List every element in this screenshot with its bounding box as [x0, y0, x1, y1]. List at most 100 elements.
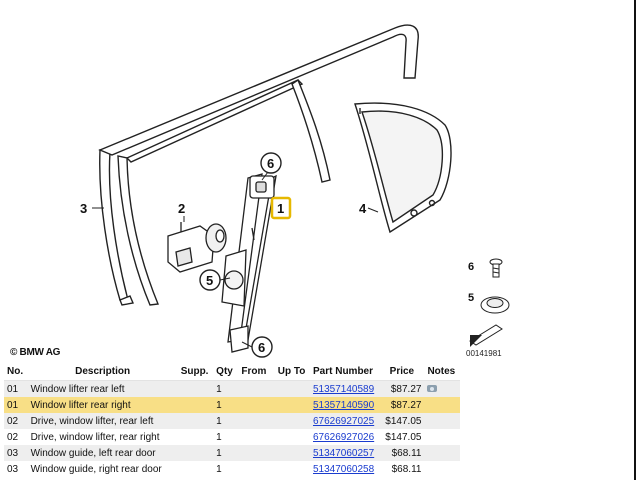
- row-notes: [424, 413, 460, 429]
- row-notes: [424, 445, 460, 461]
- leader-lines: [92, 171, 379, 348]
- header-upto: Up To: [274, 362, 310, 381]
- header-description: Description: [27, 362, 178, 381]
- header-price: Price: [379, 362, 425, 381]
- diagram-number: 00141981: [466, 349, 502, 358]
- row-supp: [177, 413, 214, 429]
- table-row[interactable]: 01 Window lifter rear left 1 51357140589…: [4, 380, 460, 397]
- table-row[interactable]: 02 Drive, window lifter, rear right 1 67…: [4, 429, 460, 445]
- row-no: 03: [4, 445, 28, 461]
- header-no: No.: [4, 362, 28, 381]
- row-notes: [424, 429, 460, 445]
- header-from: From: [238, 362, 275, 381]
- screw-icon: [489, 258, 503, 278]
- row-supp: [177, 445, 214, 461]
- row-upto: [274, 380, 310, 397]
- header-supp: Supp.: [177, 362, 214, 381]
- row-upto: [274, 397, 310, 413]
- row-description: Drive, window lifter, rear right: [30, 431, 160, 443]
- row-part-number-cell: 67626927025: [310, 413, 380, 429]
- table-row-highlighted[interactable]: 01 Window lifter rear right 1 5135714059…: [4, 397, 460, 413]
- row-from: [238, 461, 274, 477]
- row-no: 03: [7, 463, 19, 475]
- legend-number-6: 6: [468, 261, 475, 273]
- row-part-number-cell: 67626927026: [310, 429, 379, 445]
- row-from: [238, 429, 274, 445]
- row-from: [238, 397, 275, 413]
- row-qty: 1: [213, 413, 239, 429]
- callout-6-top: 6: [267, 156, 274, 171]
- header-notes: Notes: [424, 362, 460, 381]
- row-price: $147.05: [379, 413, 425, 429]
- row-description: Window lifter rear right: [27, 397, 178, 413]
- row-supp: [178, 429, 213, 445]
- callout-5: 5: [206, 273, 213, 288]
- row-qty: 1: [213, 445, 239, 461]
- row-part-number-cell: 51357140590: [310, 397, 380, 413]
- row-price: $68.11: [391, 463, 422, 475]
- row-price: $147.05: [385, 431, 422, 443]
- row-price: $87.27: [379, 397, 425, 413]
- row-part-number-cell: 51347060257: [310, 445, 380, 461]
- row-supp: [178, 461, 213, 477]
- table-row[interactable]: 03 Window guide, left rear door 1 513470…: [4, 445, 460, 461]
- row-qty: 1: [213, 380, 239, 397]
- table-row[interactable]: 02 Drive, window lifter, rear left 1 676…: [4, 413, 460, 429]
- part-number-link[interactable]: 51347060257: [313, 447, 375, 459]
- grommet-icon: [480, 296, 510, 314]
- hardware-legend: 6 5: [466, 255, 526, 350]
- row-upto: [275, 461, 310, 477]
- page-edge-divider: [634, 0, 636, 480]
- row-no: 01: [4, 380, 28, 397]
- callout-2: 2: [178, 201, 185, 216]
- arrow-fastener-icon: [469, 324, 503, 347]
- row-description: Window guide, right rear door: [30, 463, 162, 475]
- callout-1[interactable]: 1: [277, 201, 284, 216]
- row-no: 01: [4, 397, 28, 413]
- row-from: [238, 413, 275, 429]
- row-part-number-cell: 51357140589: [310, 380, 380, 397]
- part-number-link[interactable]: 67626927026: [313, 431, 375, 443]
- table-row[interactable]: 03 Window guide, right rear door 1 51347…: [4, 461, 460, 477]
- header-qty: Qty: [213, 362, 239, 381]
- window-guide-part: [354, 102, 452, 234]
- row-upto: [274, 445, 310, 461]
- callout-4: 4: [359, 201, 367, 216]
- header-part-number: Part Number: [310, 362, 380, 381]
- row-supp: [177, 397, 214, 413]
- row-price: $87.27: [379, 380, 425, 397]
- callout-1-highlight[interactable]: [270, 196, 292, 220]
- table-header-row: No. Description Supp. Qty From Up To Par…: [4, 362, 460, 381]
- parts-table: No. Description Supp. Qty From Up To Par…: [4, 362, 460, 477]
- part-number-link[interactable]: 51357140590: [313, 399, 375, 411]
- row-no: 02: [4, 413, 28, 429]
- part-number-link[interactable]: 51357140589: [313, 383, 375, 395]
- callout-6-bottom: 6: [258, 340, 265, 355]
- copyright-text: © BMW AG: [10, 347, 61, 358]
- row-supp: [177, 380, 214, 397]
- row-upto: [274, 413, 310, 429]
- row-description: Window guide, left rear door: [27, 445, 178, 461]
- camera-icon[interactable]: [427, 385, 438, 393]
- row-notes: [424, 397, 460, 413]
- callout-6-top-circle: [260, 152, 282, 174]
- callout-5-circle: [199, 269, 221, 291]
- row-from: [238, 380, 275, 397]
- row-qty: 1: [216, 431, 222, 443]
- row-qty: 1: [216, 463, 222, 475]
- window-lifter-part: [221, 173, 277, 353]
- row-from: [238, 445, 275, 461]
- row-qty: 1: [213, 397, 239, 413]
- callout-6-bottom-circle: [251, 336, 273, 358]
- callout-3: 3: [80, 201, 87, 216]
- part-number-link[interactable]: 67626927025: [313, 415, 375, 427]
- row-no: 02: [7, 431, 19, 443]
- row-upto: [275, 429, 310, 445]
- legend-number-5: 5: [468, 292, 475, 304]
- row-description: Drive, window lifter, rear left: [27, 413, 178, 429]
- parts-diagram: 3 2 1 4 6 5 6: [80, 24, 452, 358]
- part-number-link[interactable]: 51347060258: [313, 463, 375, 475]
- window-frame-seal: [98, 24, 419, 306]
- row-notes: [424, 380, 460, 397]
- row-price: $68.11: [379, 445, 425, 461]
